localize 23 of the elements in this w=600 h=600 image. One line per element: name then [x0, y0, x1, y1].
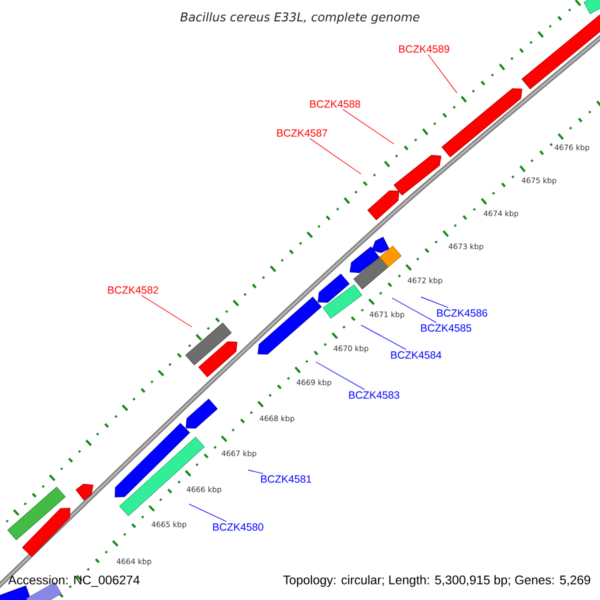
gene-label: BCZK4580 — [213, 523, 264, 531]
gene-label: BCZK4582 — [108, 286, 158, 294]
leader-line — [428, 54, 458, 94]
gene-label: BCZK4588 — [310, 100, 360, 108]
leader-line — [392, 298, 437, 323]
accession-text: Accession: NC_006274 — [8, 575, 140, 587]
leader-line — [188, 504, 227, 522]
leader-line — [360, 324, 406, 350]
gene-label: BCZK4584 — [391, 351, 442, 359]
leader-line — [248, 470, 264, 474]
gene-label: BCZK4586 — [437, 309, 488, 317]
gene-label: BCZK4581 — [261, 475, 312, 483]
gene-label: BCZK4589 — [399, 45, 450, 53]
gene-label: BCZK4583 — [349, 391, 400, 399]
leader-line — [316, 362, 365, 390]
gene-label: BCZK4587 — [277, 129, 328, 137]
leader-line — [141, 295, 192, 328]
leader-line — [420, 296, 448, 308]
title: Bacillus cereus E33L, complete genome — [180, 12, 420, 24]
genome-info-text: Topology: circular; Length: 5,300,915 bp; Genes: 5,269 — [283, 575, 590, 587]
gene-label: BCZK4585 — [421, 324, 472, 332]
leader-line — [342, 109, 394, 144]
leader-line — [309, 138, 362, 174]
